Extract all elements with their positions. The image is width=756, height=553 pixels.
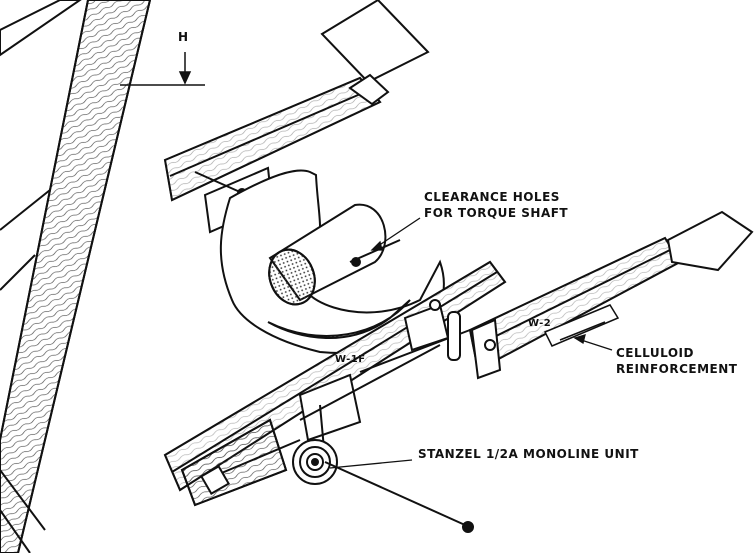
h-label: H (178, 30, 189, 44)
clearance-label-line2: FOR TORQUE SHAFT (424, 206, 569, 220)
stanzel-label: STANZEL 1/2A MONOLINE UNIT (418, 447, 639, 461)
fuselage-cutaway (219, 169, 445, 354)
celluloid-label-line1: CELLULOID (616, 346, 694, 360)
celluloid-strip (543, 304, 620, 347)
w2-label: W-2 (528, 318, 552, 329)
clearance-label-line1: CLEARANCE HOLES (424, 190, 560, 204)
w1f-label: W-1F (335, 354, 366, 365)
leader-lines (329, 217, 613, 469)
monoline-unit (199, 439, 474, 533)
upper-wing-panel (163, 0, 430, 202)
fuselage-frame (0, 0, 152, 553)
celluloid-label-line2: REINFORCEMENT (616, 362, 738, 376)
w2-wing-panel (468, 210, 754, 380)
bellcrank-mount (298, 299, 471, 461)
h-dimension-marker (120, 52, 205, 86)
